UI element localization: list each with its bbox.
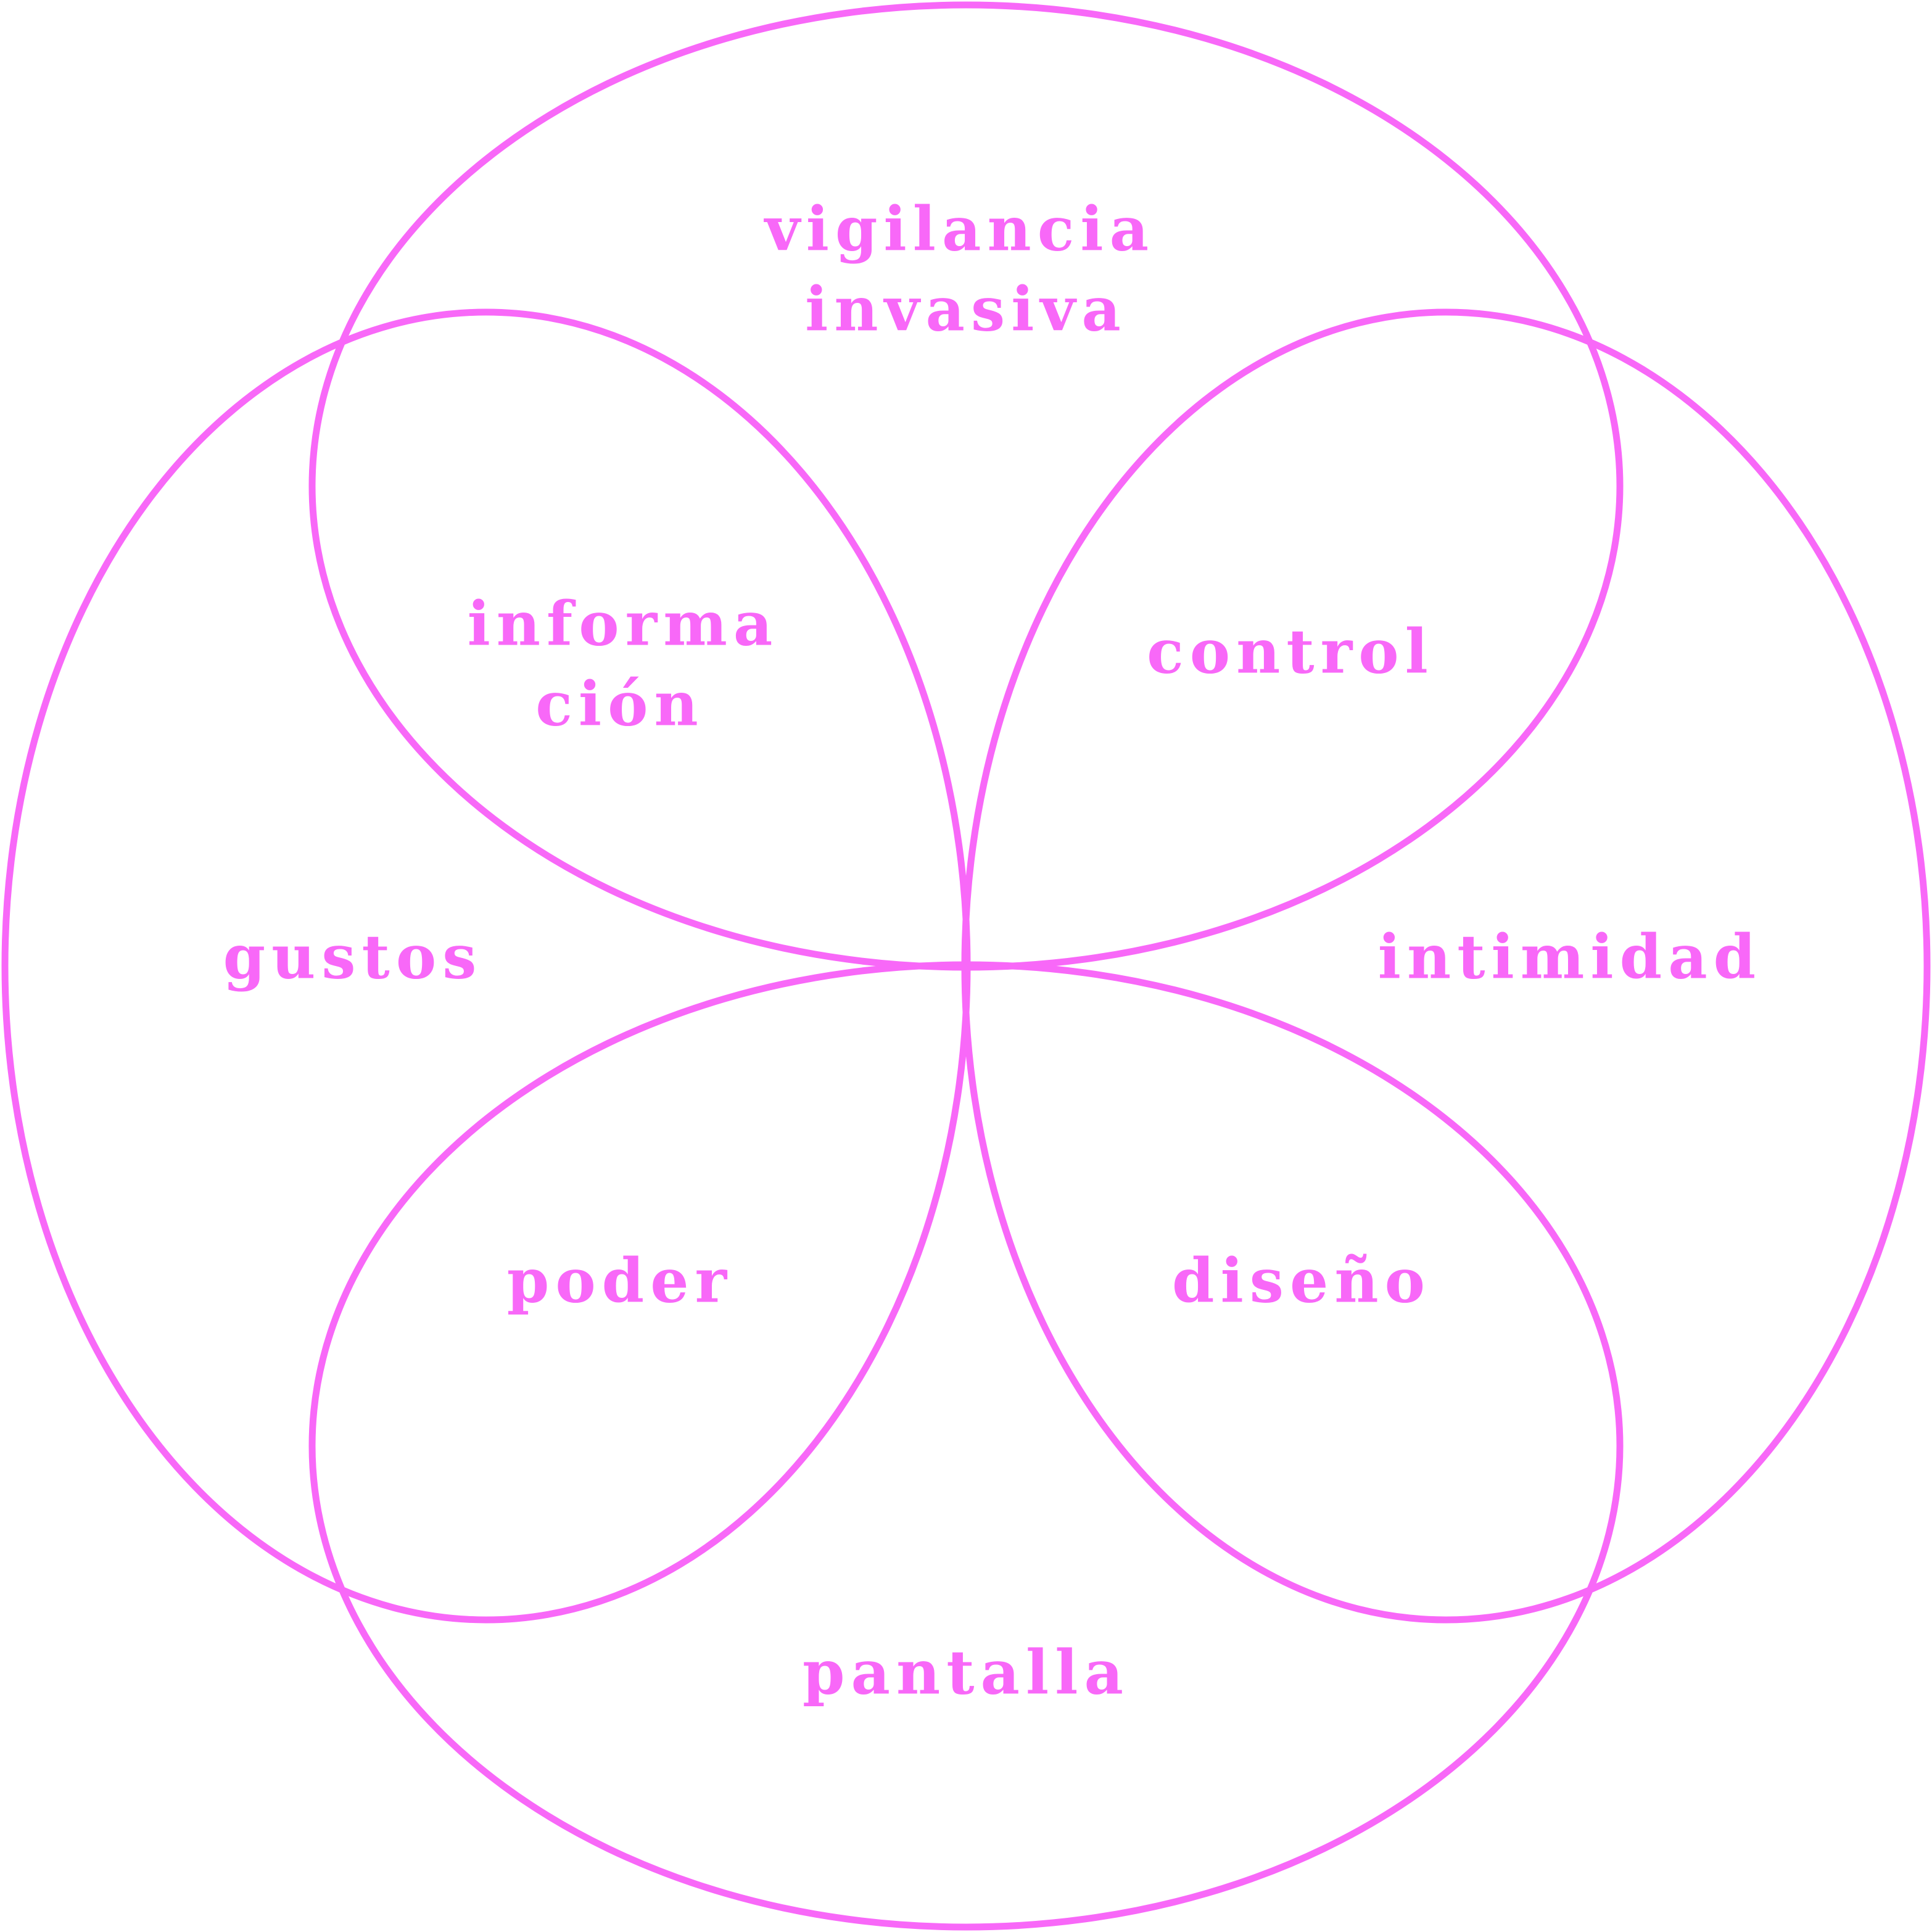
label-poder: poder	[507, 1245, 733, 1316]
ellipse-top	[308, 1, 1624, 971]
ellipse-bottom	[308, 961, 1624, 1931]
label-informacion-line1: informa	[468, 588, 779, 659]
ellipse-left	[1, 308, 971, 1624]
label-vigilancia-line1: vigilancia	[764, 194, 1155, 265]
label-diseno: diseño	[1172, 1245, 1431, 1316]
label-informacion-line2: ción	[535, 669, 704, 740]
label-gustos: gustos	[223, 922, 483, 993]
label-intimidad: intimidad	[1378, 922, 1762, 993]
ellipse-right	[961, 308, 1931, 1624]
label-pantalla: pantalla	[803, 1637, 1129, 1708]
label-vigilancia-line2: invasiva	[805, 274, 1127, 345]
label-control: control	[1147, 616, 1434, 687]
